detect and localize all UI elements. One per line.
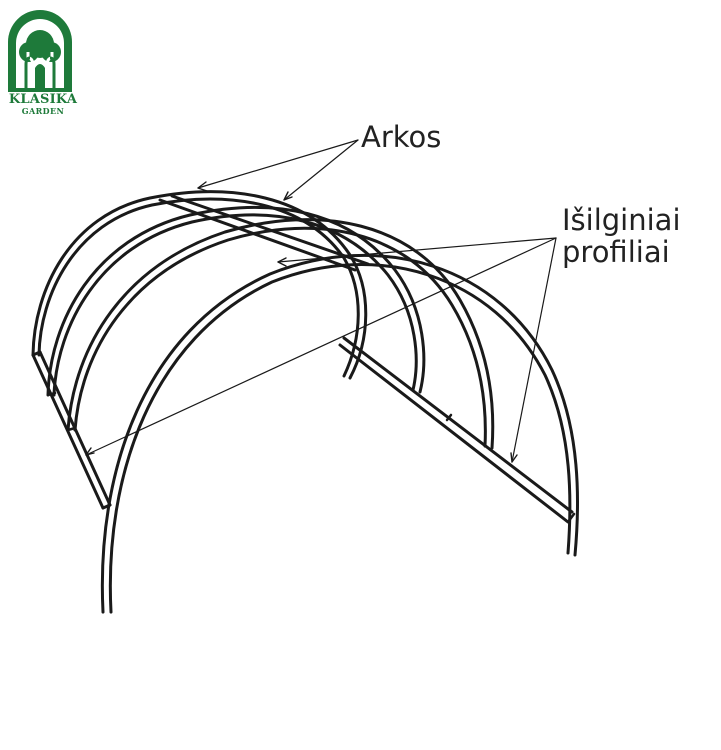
right-base-profile xyxy=(338,336,576,524)
arch-2 xyxy=(46,205,426,397)
arch-4 xyxy=(100,254,580,614)
logo-sub-text: GARDEN xyxy=(21,106,65,116)
callout-lines-arkos xyxy=(197,139,359,201)
logo-brand-text: KLASIKA xyxy=(8,92,78,107)
klasika-garden-logo: KLASIKA GARDEN xyxy=(4,8,77,115)
callout-lines-profiliai xyxy=(85,237,557,463)
left-base-profile xyxy=(31,350,112,510)
tree-arch-logo-icon xyxy=(8,10,72,92)
arch-1 xyxy=(31,190,368,380)
profiliai-label-line-2: profiliai xyxy=(562,235,670,269)
profiliai-label-line-1: Išilginiai xyxy=(562,203,681,237)
profiliai-label: Išilginiai profiliai xyxy=(562,204,721,268)
arch-3 xyxy=(66,218,495,450)
arkos-label: Arkos xyxy=(361,120,442,154)
